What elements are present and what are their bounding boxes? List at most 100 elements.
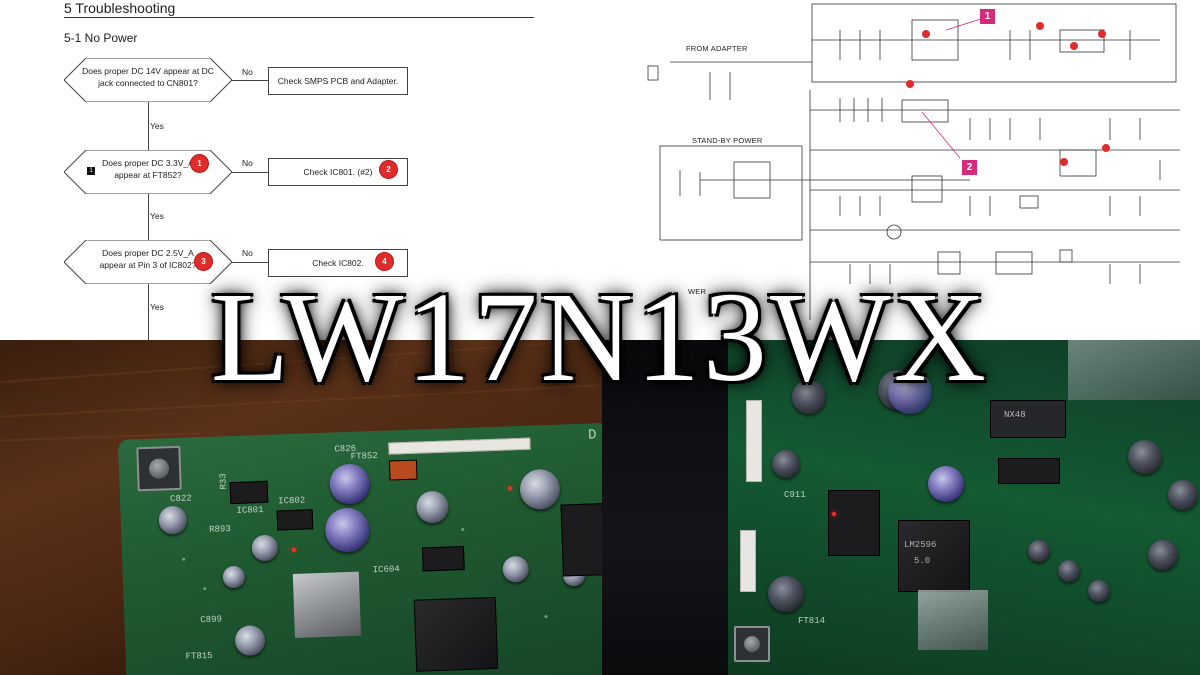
silkscreen-label: R893 [209, 524, 231, 535]
red-indicator [507, 486, 512, 491]
title-rule [64, 17, 534, 18]
silkscreen-label: IC802 [278, 495, 306, 507]
silkscreen-label: C826 [334, 443, 357, 455]
cable-connector [740, 530, 756, 592]
capacitor [768, 576, 804, 612]
yes-label: Yes [150, 302, 164, 312]
connector-no-2 [232, 172, 268, 173]
capacitor [928, 466, 964, 502]
service-manual-page: 5 Troubleshooting 5-1 No Power Does prop… [0, 0, 1200, 340]
capacitor [519, 468, 561, 510]
label-standby-power: STAND-BY POWER [692, 136, 763, 145]
silkscreen-label: R33 [218, 473, 229, 490]
capacitor [1148, 540, 1178, 570]
silkscreen-label: LM2596 [904, 540, 937, 550]
pcb-board-right: NX48 C911 FT814 LM2596 5.0 [728, 340, 1200, 675]
capacitor [888, 370, 932, 414]
action-text: Check IC801. (#2) [303, 167, 373, 177]
power-schematic: FROM ADAPTER STAND-BY POWER WER 1 2 [640, 0, 1200, 340]
tact-switch [136, 445, 182, 492]
silkscreen-label: FT815 [185, 650, 213, 662]
capacitor [1028, 540, 1050, 562]
small-chip [998, 458, 1060, 484]
step-marker: 1 [87, 167, 95, 175]
decision-shape [64, 150, 232, 194]
capacitor [1128, 440, 1162, 474]
silkscreen-label: C899 [200, 614, 223, 626]
silkscreen-label: IC801 [236, 504, 264, 516]
decision-text-line2: appear at FT852? [114, 170, 182, 180]
inductor-housing [918, 590, 988, 650]
silkscreen-label: D [587, 427, 597, 444]
chip-array [560, 503, 602, 577]
capacitor [1058, 560, 1080, 582]
connector-yes-2 [148, 194, 149, 240]
action-text: Check SMPS PCB and Adapter. [277, 76, 399, 86]
label-from-adapter: FROM ADAPTER [686, 44, 748, 53]
connector-no-1 [232, 80, 268, 81]
action-check-smps: Check SMPS PCB and Adapter. [268, 67, 408, 95]
capacitor [415, 490, 450, 524]
yes-label: Yes [150, 121, 164, 131]
subsection-title: 5-1 No Power [64, 31, 138, 45]
section-title: 5 Troubleshooting [64, 0, 176, 16]
capacitor [1168, 480, 1198, 510]
capacitor [328, 463, 371, 505]
decision-text-line1: Does proper DC 2.5V_A [102, 248, 194, 258]
action-text: Check IC802. [312, 258, 364, 268]
cable-connector [746, 400, 762, 482]
capacitor [158, 505, 188, 535]
eprom-chip [990, 400, 1066, 438]
tact-switch [734, 626, 770, 662]
marker-1: 1 [191, 155, 208, 172]
capacitor [222, 565, 246, 589]
red-indicator [291, 547, 297, 552]
decision-text-line2: jack connected to CN801? [98, 78, 198, 88]
ic801-chip [229, 480, 269, 505]
silkscreen-label: C911 [784, 490, 806, 500]
silkscreen-label: IC604 [372, 564, 400, 576]
no-label: No [242, 248, 253, 258]
decision-shape [64, 240, 232, 284]
schematic-tag-1: 1 [980, 9, 995, 24]
capacitor [502, 555, 530, 583]
connector-no-3 [232, 262, 268, 263]
capacitor [772, 450, 800, 478]
pcb-photo-left: R33 IC801 IC802 C822 R893 FT852 C826 D F… [0, 340, 602, 675]
silkscreen-label: NX48 [1004, 410, 1026, 420]
capacitor [251, 534, 279, 562]
connector-yes-1 [148, 102, 149, 154]
silkscreen-label: C822 [169, 493, 192, 505]
capacitor [792, 380, 826, 414]
red-indicator [832, 512, 836, 516]
marker-3: 3 [195, 253, 212, 270]
schematic-tag-2: 2 [962, 160, 977, 175]
decision-text-line1: Does proper DC 14V appear at DC [82, 66, 214, 76]
pcb-board-left: R33 IC801 IC802 C822 R893 FT852 C826 D F… [118, 422, 602, 675]
yes-label: Yes [150, 211, 164, 221]
main-controller-chip [413, 596, 499, 672]
label-power-partial: WER [688, 287, 707, 296]
small-chip [421, 545, 465, 572]
decision-text-line1: Does proper DC 3.3V_A [102, 158, 194, 168]
decision-shape [64, 58, 232, 102]
voltage-regulator [292, 571, 361, 638]
header-connector [388, 437, 531, 455]
marker-2: 2 [380, 161, 397, 178]
chip-array [828, 490, 880, 556]
schematic-drawing [647, 3, 1180, 320]
regulator-lm2596 [898, 520, 970, 592]
decision-dc-14v: Does proper DC 14V appear at DC jack con… [64, 58, 232, 102]
decision-text-line2: appear at Pin 3 of IC802? [99, 260, 197, 270]
no-label: No [242, 67, 253, 77]
no-label: No [242, 158, 253, 168]
silkscreen-label: 5.0 [914, 556, 931, 566]
capacitor [1088, 580, 1110, 602]
capacitor [324, 507, 371, 553]
decision-dc-3v3: Does proper DC 3.3V_A appear at FT852? [64, 150, 232, 194]
decision-dc-2v5: Does proper DC 2.5V_A appear at Pin 3 of… [64, 240, 232, 284]
model-title: LW17N13WX [210, 266, 990, 408]
ic802-chip [276, 509, 314, 531]
pcb-photo-right: NX48 C911 FT814 LM2596 5.0 [602, 340, 1200, 675]
connector-yes-3 [148, 284, 149, 340]
